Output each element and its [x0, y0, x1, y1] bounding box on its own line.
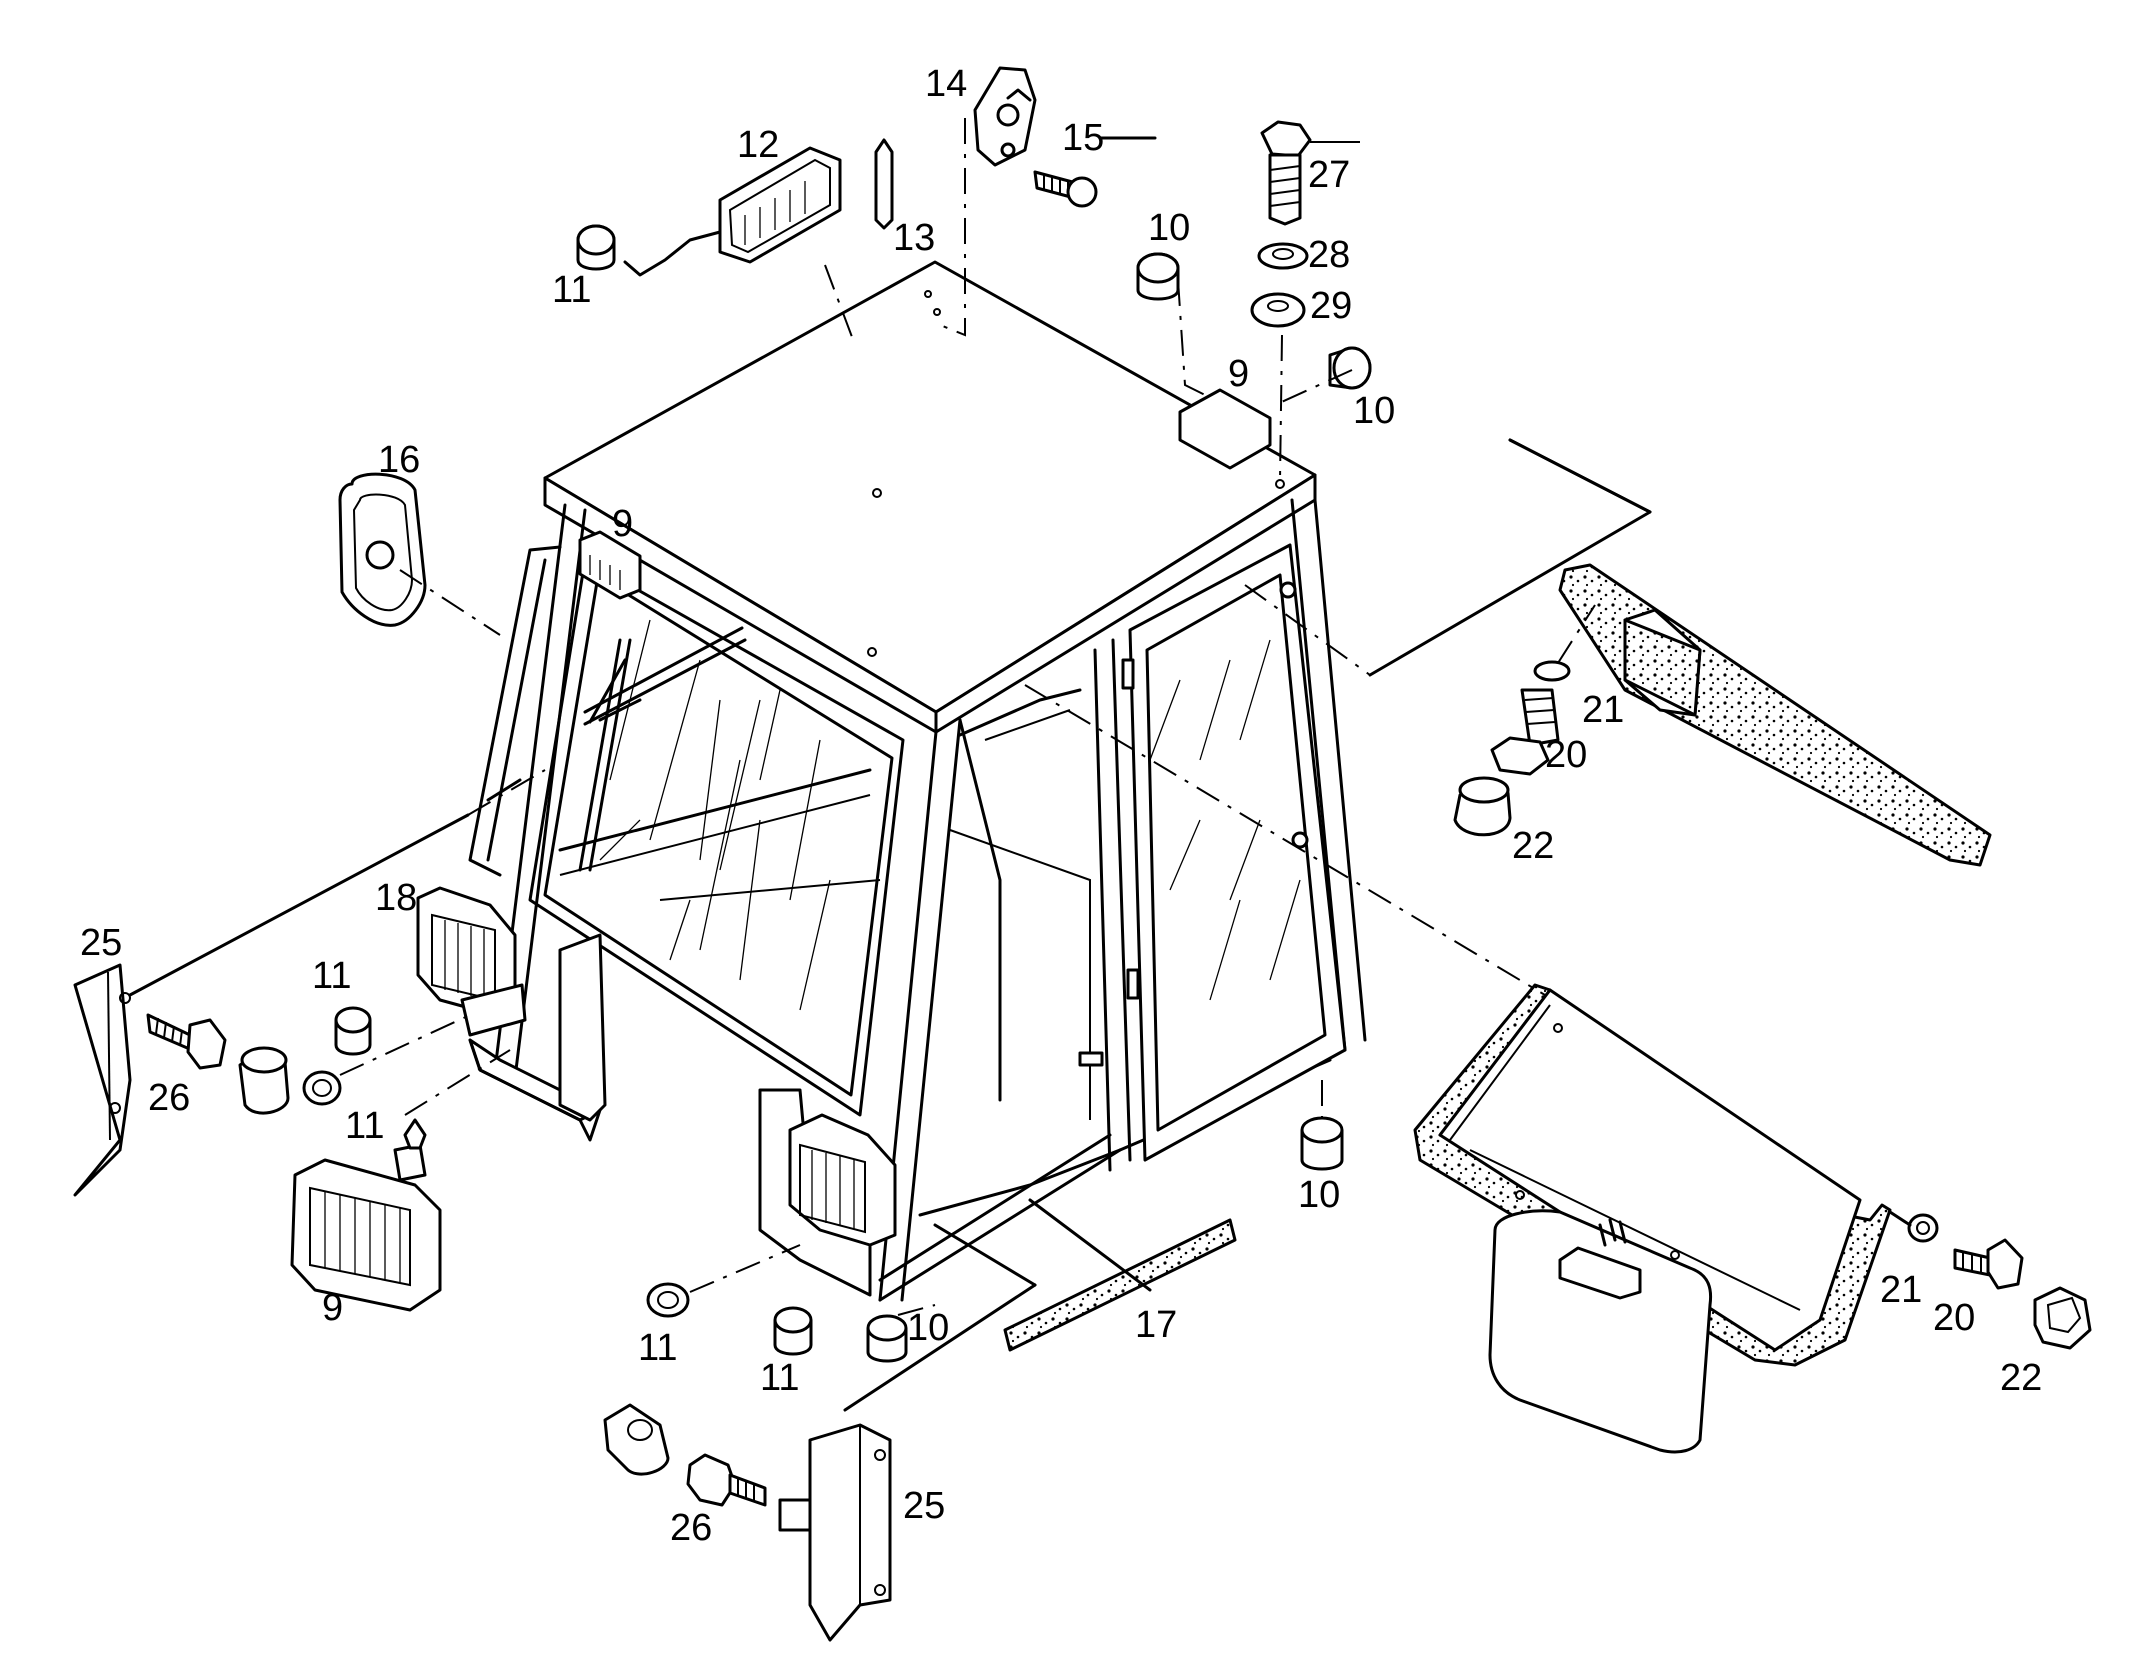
callout-22-upper: 22: [1512, 825, 1554, 867]
callout-14: 14: [925, 63, 967, 105]
part-27-bolt: [1260, 120, 1312, 226]
callout-29: 29: [1310, 285, 1352, 327]
callout-25-left: 25: [80, 922, 122, 964]
part-26-bolt-left: [146, 1013, 227, 1070]
lower-right-tray: [1413, 983, 1892, 1454]
callout-9-left: 9: [322, 1287, 343, 1329]
part-17-strip: [1003, 1218, 1237, 1352]
part-14-bracket: [973, 66, 1037, 167]
callout-11-top: 11: [552, 269, 591, 311]
part-9-roof-front-light: [578, 530, 642, 600]
callout-13: 13: [893, 217, 935, 259]
callout-17: 17: [1135, 1304, 1177, 1346]
callout-21-upper: 21: [1582, 689, 1624, 731]
part-13-bulb: [874, 138, 894, 230]
part-11-grommet-top: [576, 224, 616, 271]
callout-10-right: 10: [1353, 390, 1395, 432]
cap-nut-left: [238, 1046, 290, 1115]
callout-11-bottom-2: 11: [760, 1357, 799, 1399]
callout-25-bottom: 25: [903, 1485, 945, 1527]
part-18-work-light: [416, 886, 527, 1037]
part-22-nut-lower: [2033, 1286, 2092, 1350]
callout-18: 18: [375, 877, 417, 919]
callout-16: 16: [378, 439, 420, 481]
cab-front-step: [558, 933, 607, 1122]
cab-lower-front-plate: [758, 1088, 872, 1297]
part-25-bracket-bottom: [778, 1423, 892, 1642]
part-10-mount-right: [1328, 346, 1372, 390]
part-21-washer-lower: [1907, 1213, 1939, 1243]
upper-right-panel: [1558, 563, 1992, 867]
callout-15: 15: [1062, 117, 1104, 159]
part-9-large-work-light: [290, 1118, 442, 1312]
callout-9-rear: 9: [1228, 353, 1249, 395]
callout-20-upper: 20: [1545, 734, 1587, 776]
callout-10-bottom-right: 10: [1298, 1174, 1340, 1216]
part-11-grommet-left-lower: [302, 1070, 342, 1106]
callout-26-left: 26: [148, 1077, 190, 1119]
callout-20-lower: 20: [1933, 1297, 1975, 1339]
callout-21-lower: 21: [1880, 1269, 1922, 1311]
callout-11-left-lower: 11: [345, 1105, 384, 1147]
callout-11-bottom-1: 11: [638, 1327, 677, 1369]
part-20-bolt-upper: [1490, 688, 1560, 776]
leader-lines: [128, 118, 1912, 1412]
callout-27: 27: [1308, 154, 1350, 196]
part-9-front-work-light: [788, 1113, 897, 1247]
part-10-mount-bottom-right: [1300, 1116, 1344, 1171]
part-28-washer: [1257, 242, 1309, 270]
cap-nut-bottom: [603, 1403, 670, 1476]
cab-right-door: [1128, 543, 1347, 1162]
part-16-side-mirror: [338, 472, 427, 627]
part-21-washer-upper: [1533, 660, 1571, 682]
roof-rear-housing: [1178, 388, 1272, 470]
part-10-mount-top: [1136, 252, 1180, 301]
part-12-roof-lamp: [623, 146, 842, 277]
part-22-cap-nut-upper: [1453, 776, 1512, 837]
part-11-grommet-bottom-1: [646, 1282, 690, 1318]
part-29-washer: [1250, 292, 1306, 328]
callout-10-top: 10: [1148, 207, 1190, 249]
part-26-bolt-bottom: [686, 1453, 767, 1507]
callout-10-bottom: 10: [907, 1307, 949, 1349]
cab-frame: [468, 260, 1367, 1302]
callout-28: 28: [1308, 234, 1350, 276]
wiper-assembly: [578, 626, 747, 872]
callout-numbers: 14 15 12 13 11 10 27 28 29 9 10 16 9 21 …: [80, 63, 2042, 1549]
callout-26-bottom: 26: [670, 1507, 712, 1549]
callout-12: 12: [737, 124, 779, 166]
part-11-grommet-left-upper: [334, 1006, 372, 1056]
part-10-mount-bottom: [866, 1314, 908, 1363]
callout-11-left-upper: 11: [312, 955, 351, 997]
callout-9-front: 9: [612, 503, 633, 545]
part-25-bracket-left: [73, 963, 132, 1197]
part-11-grommet-bottom-2: [773, 1306, 813, 1356]
part-15-screw: [1033, 170, 1098, 208]
part-20-bolt-lower: [1953, 1238, 2024, 1290]
callout-22-lower: 22: [2000, 1357, 2042, 1399]
